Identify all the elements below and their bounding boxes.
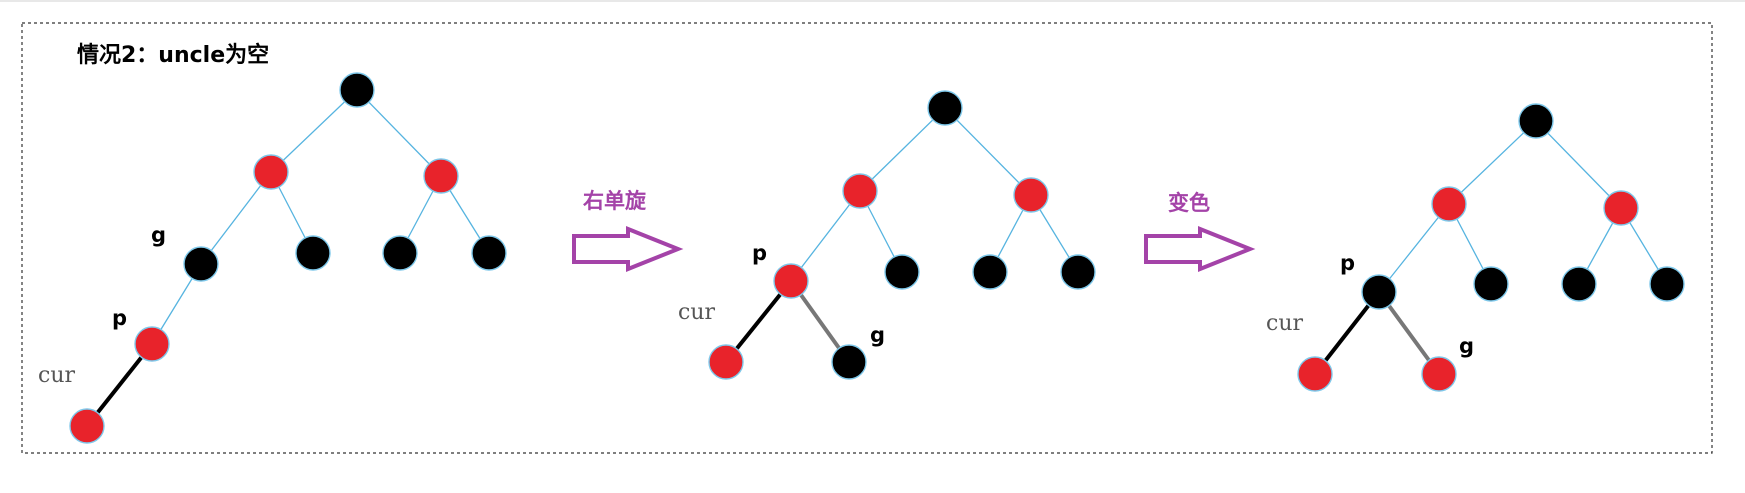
node-g-red [1421, 356, 1457, 392]
op-recolor-label: 变色 [1168, 191, 1210, 215]
node-L2-black [1473, 266, 1509, 302]
node-L2-black [884, 254, 920, 290]
node-R2-black [471, 235, 507, 271]
node-root-black [927, 90, 963, 126]
node-L2-black [295, 235, 331, 271]
node-g-black [183, 246, 219, 282]
node-R-red [1013, 177, 1049, 213]
right-arrow-icon [1144, 226, 1256, 272]
edge-L-g [200, 171, 272, 265]
right-arrow-icon [572, 226, 684, 272]
node-root-black [339, 72, 375, 108]
label-p: p [112, 306, 127, 330]
node-R1-black [382, 235, 418, 271]
edge-L-p [790, 190, 861, 282]
node-root-black [1518, 103, 1554, 139]
node-R2-black [1649, 266, 1685, 302]
node-L-red [253, 154, 289, 190]
edge-root-R [1535, 120, 1622, 209]
edge-root-L [859, 107, 946, 192]
node-R-red [1603, 190, 1639, 226]
node-g-black [831, 344, 867, 380]
label-cur: cur [678, 300, 715, 325]
node-cur-red [69, 408, 105, 444]
label-cur: cur [1266, 311, 1303, 336]
label-cur: cur [38, 363, 75, 388]
edge-root-L [1448, 120, 1537, 205]
top-rule [0, 0, 1745, 2]
node-R-red [423, 158, 459, 194]
op-right-rotate: 右单旋 [572, 189, 684, 272]
node-p-red [134, 326, 170, 362]
edge-L-p [1378, 203, 1450, 293]
label-p: p [752, 241, 767, 265]
tree-after-recolor: p cur g [1266, 103, 1685, 392]
tree-after-rotation: p cur g [678, 90, 1096, 380]
node-L-red [842, 173, 878, 209]
node-cur-red [1297, 356, 1333, 392]
node-R2-black [1060, 254, 1096, 290]
tree-initial: g p cur [38, 72, 507, 444]
edge-root-L [270, 89, 358, 173]
label-g: g [870, 323, 885, 347]
label-p: p [1340, 251, 1355, 275]
dashed-frame [21, 22, 1713, 454]
node-p-black [1361, 274, 1397, 310]
edge-root-R [356, 89, 442, 177]
op-right-rotate-label: 右单旋 [583, 189, 647, 213]
node-R1-black [1561, 266, 1597, 302]
diagram-title: 情况2：uncle为空 [77, 42, 269, 68]
node-R1-black [972, 254, 1008, 290]
label-g: g [151, 223, 166, 247]
node-cur-red [708, 344, 744, 380]
node-L-red [1431, 186, 1467, 222]
op-recolor: 变色 [1144, 191, 1256, 272]
node-p-red [773, 263, 809, 299]
edge-root-R [944, 107, 1032, 196]
label-g: g [1459, 334, 1474, 358]
